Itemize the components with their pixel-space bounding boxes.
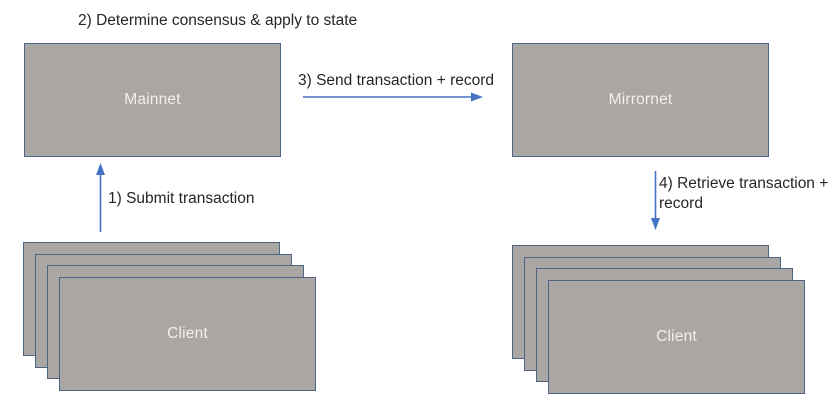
client-node-label: Client xyxy=(167,325,208,342)
client-stack-left: Client xyxy=(23,242,317,392)
mirrornet-node: Mirrornet xyxy=(512,43,769,157)
step1-label: 1) Submit transaction xyxy=(108,190,255,207)
step4-label: 4) Retrieve transaction + record xyxy=(659,175,829,213)
retrieve-transaction-arrow-icon xyxy=(651,171,660,230)
mirrornet-node-label: Mirrornet xyxy=(608,91,673,108)
client-node-label: Client xyxy=(656,328,697,345)
step3-label: 3) Send transaction + record xyxy=(298,72,495,89)
mainnet-node: Mainnet xyxy=(24,43,281,157)
client-node: Client xyxy=(548,280,805,394)
mainnet-node-label: Mainnet xyxy=(124,91,181,108)
step2-label: 2) Determine consensus & apply to state xyxy=(78,12,358,29)
client-node: Client xyxy=(59,277,316,391)
send-transaction-arrow-icon xyxy=(303,92,483,102)
client-stack-right: Client xyxy=(512,245,806,395)
submit-transaction-arrow-icon xyxy=(96,163,105,232)
